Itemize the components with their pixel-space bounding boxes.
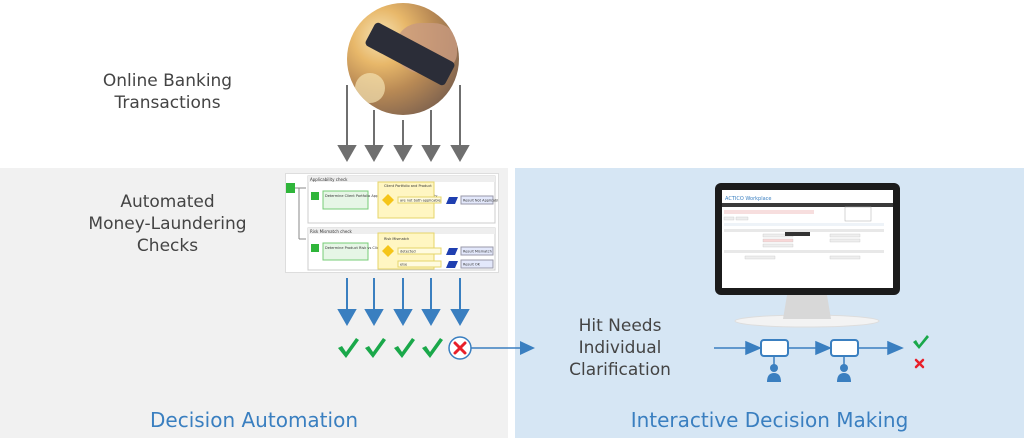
arrow-head [364,309,384,326]
task-label: Determine Product Risk vs Client Portfol… [325,246,424,250]
start-node [286,183,295,193]
label-line: Money-Laundering [88,214,247,234]
branch-label: are not both applicable [400,199,441,203]
task-box [830,339,859,357]
check-icon [422,338,443,358]
label-line: Checks [136,236,199,256]
label-line: Clarification [569,360,671,380]
arrow-head [337,309,357,326]
arrow-head [421,145,441,163]
label-line: Transactions [114,93,221,113]
online-banking-label: Online Banking Transactions [80,70,255,114]
branch-label: detected [400,250,416,254]
group-title: Risk Mismatch check [310,229,353,234]
label-line: Hit Needs [578,316,662,336]
outcome-row [338,336,535,360]
task-box [760,339,789,357]
check-icon [365,338,386,358]
cross-icon [914,358,925,369]
screen-brand: ACTICO Workplace [725,196,771,202]
interactive-workflow [714,335,929,382]
result-label: Result Mismatch [463,250,492,254]
aml-checks-label: Automated Money-Laundering Checks [70,191,265,257]
decision-automation-title: Decision Automation [150,408,358,432]
label-line: Online Banking [102,71,233,91]
result-label: Result OK [463,263,481,267]
arrow-head [393,145,413,163]
arrow-head [815,340,832,356]
branch-label: else [400,263,407,267]
cross-icon [453,341,467,355]
arrow-head [337,145,357,163]
arrow-head [450,309,470,326]
group-title: Applicability check [310,177,348,182]
interactive-decision-title: Interactive Decision Making [630,408,909,432]
hit-clarification-label: Hit Needs Individual Clarification [545,315,695,381]
user-icon [770,364,778,372]
label-line: Individual [578,338,662,358]
transaction-arrows [337,85,470,163]
arrow-head [745,340,762,356]
arrow-head [421,309,441,326]
label-line: Automated [120,192,215,212]
arrow-head [364,145,384,163]
decision-label: Client Portfolio and Product [384,184,432,188]
check-icon [913,335,929,349]
user-icon [840,364,848,372]
monitor-screenshot: ACTICO Workplace [715,183,900,328]
smartphone-photo [347,3,459,115]
arrow-head [450,145,470,163]
arrow-head [520,341,535,355]
check-arrows [337,278,470,326]
arrow-head [393,309,413,326]
check-icon [338,338,359,358]
flowchart-thumbnail: Applicability check Determine Client Por… [285,173,500,273]
check-icon [394,338,415,358]
arrow-head [887,340,904,356]
result-label: Result Not Applicable [463,199,498,203]
decision-label: Risk Mismatch [384,237,409,241]
